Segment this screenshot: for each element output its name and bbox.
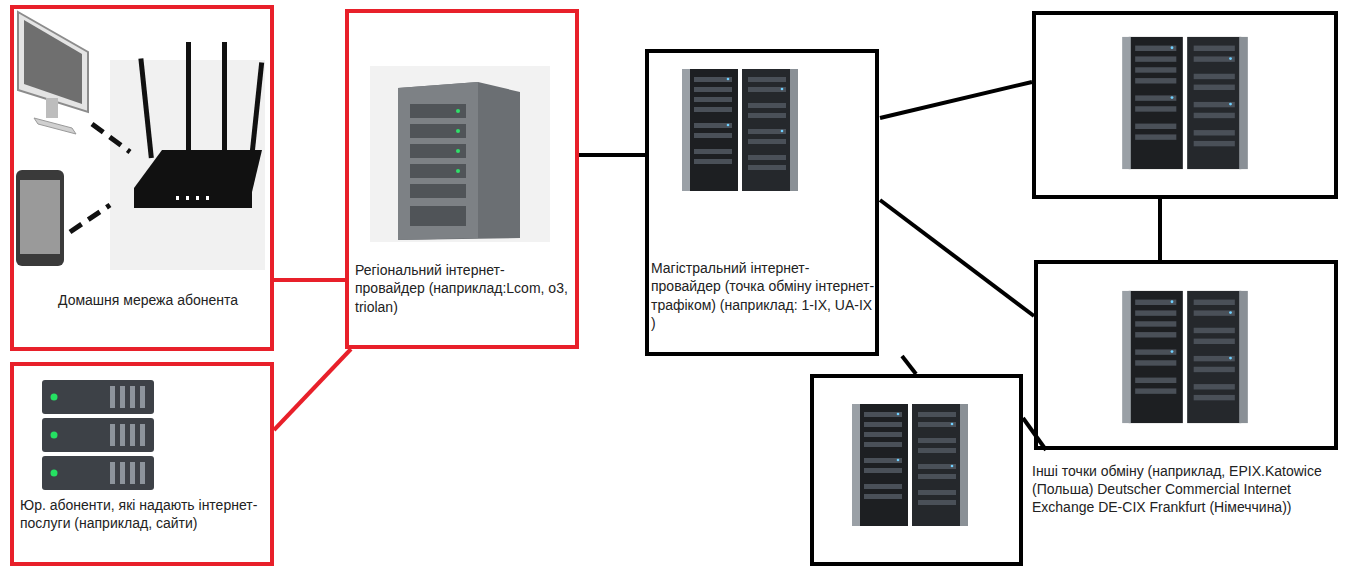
backbone-provider-box: Магістральний інтернет-провайдер (точка … [645,49,879,356]
home-network-box: Домашня мережа абонента [10,5,274,351]
link-line [274,349,351,430]
link-line [579,153,645,157]
node-text: Домашня мережа абонента [58,291,248,309]
node-text: Юр. абоненти, які надають інтернет-послу… [20,496,265,533]
exchange-note: Інші точки обміну (наприклад, EPIX.Katow… [1032,462,1338,517]
legal-subscriber-box: Юр. абоненти, які надають інтернет-послу… [10,362,274,566]
node-text: Магістральний інтернет-провайдер (точка … [651,259,877,333]
node-text: Регіональний інтернет-провайдер (наприкл… [355,261,573,316]
link-line [274,278,345,282]
regional-provider-box: Регіональний інтернет-провайдер (наприкл… [345,9,579,349]
